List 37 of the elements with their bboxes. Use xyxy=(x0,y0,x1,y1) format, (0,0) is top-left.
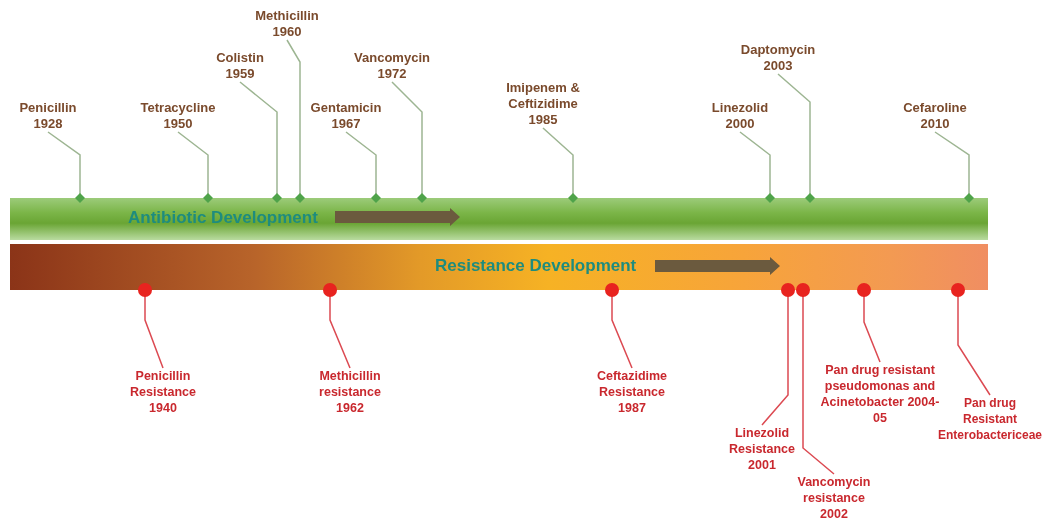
milestone-label: Gentamicin 1967 xyxy=(306,100,386,132)
milestone-label: Penicillin Resistance 1940 xyxy=(123,368,203,416)
leader-line xyxy=(323,283,351,369)
milestone-label: Pan drug resistant pseudomonas and Acinetobacter 2004-05 xyxy=(816,362,944,426)
leader-line xyxy=(934,131,974,203)
milestone-label: Ceftazidime Resistance 1987 xyxy=(589,368,675,416)
leader-line xyxy=(739,131,775,203)
leader-line xyxy=(239,81,282,203)
milestone-label: Linezolid Resistance 2001 xyxy=(724,425,800,473)
band-title: Resistance Development xyxy=(435,256,637,276)
milestone-label: Penicillin 1928 xyxy=(10,100,86,132)
leader-line xyxy=(796,283,835,475)
leader-line xyxy=(605,283,633,369)
leader-line xyxy=(857,283,881,363)
leader-line xyxy=(391,81,427,203)
leader-line xyxy=(761,283,795,426)
timeline-band xyxy=(10,244,988,290)
milestone-label: Colistin 1959 xyxy=(205,50,275,82)
leader-line xyxy=(345,131,381,203)
milestone-label: Vancomycin 1972 xyxy=(348,50,436,82)
milestone-label: Methicillin 1960 xyxy=(249,8,325,40)
milestone-label: Methicillin resistance 1962 xyxy=(309,368,391,416)
milestone-label: Imipenem & Ceftizidime 1985 xyxy=(497,80,589,128)
leader-line xyxy=(286,39,305,203)
leader-line xyxy=(138,283,164,369)
leader-line xyxy=(177,131,213,203)
leader-line xyxy=(951,283,991,396)
band-title: Antibiotic Development xyxy=(128,208,318,228)
timeline-band xyxy=(10,198,988,240)
milestone-label: Tetracycline 1950 xyxy=(134,100,222,132)
leader-line xyxy=(542,127,578,203)
milestone-label: Daptomycin 2003 xyxy=(735,42,821,74)
milestone-label: Cefaroline 2010 xyxy=(895,100,975,132)
milestone-label: Linezolid 2000 xyxy=(705,100,775,132)
milestone-label: Vancomycin resistance 2002 xyxy=(791,474,877,522)
leader-line xyxy=(47,131,85,203)
leader-line xyxy=(777,73,815,203)
